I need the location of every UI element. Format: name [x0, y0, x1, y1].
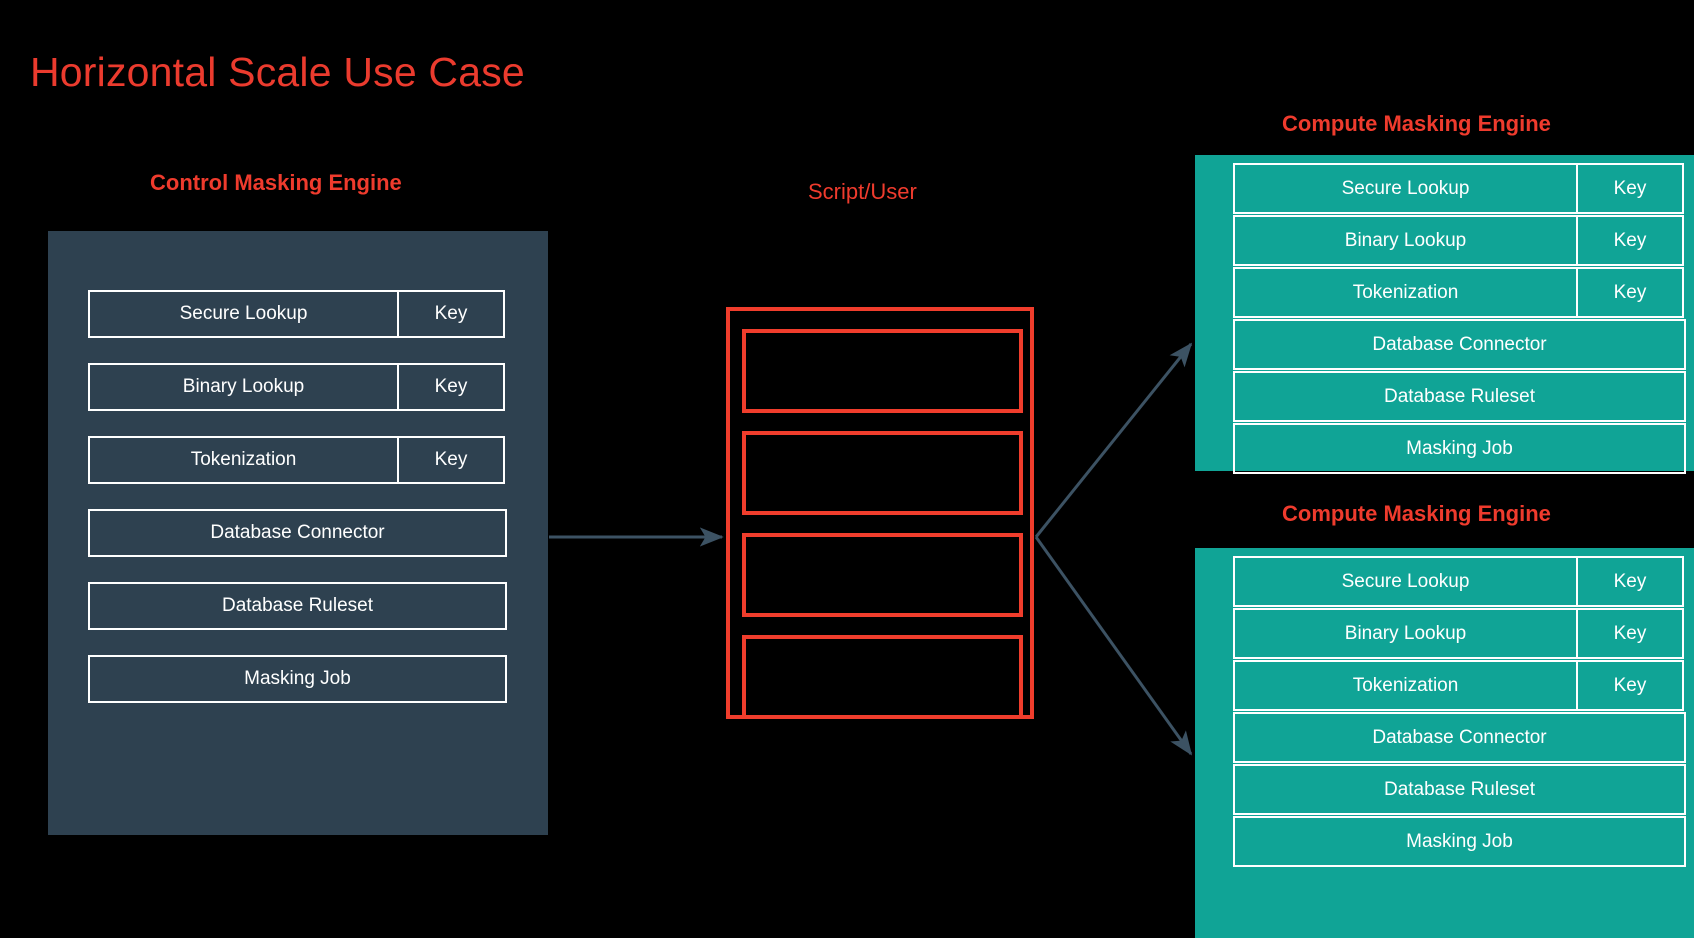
- compute-cell-label: Binary Lookup: [1233, 608, 1578, 659]
- control-cell-label: Database Ruleset: [88, 582, 507, 630]
- compute-engine-1-heading: Compute Masking Engine: [1282, 111, 1551, 136]
- compute-row-database-ruleset[interactable]: Database Ruleset: [1233, 371, 1686, 422]
- compute-cell-label: Tokenization: [1233, 660, 1578, 711]
- control-cell-key: Key: [397, 290, 505, 338]
- compute-row-tokenization[interactable]: Tokenization Key: [1233, 660, 1686, 711]
- script-user-box[interactable]: [742, 329, 1023, 413]
- compute-row-binary-lookup[interactable]: Binary Lookup Key: [1233, 608, 1686, 659]
- compute-cell-label: Secure Lookup: [1233, 556, 1578, 607]
- control-cell-key: Key: [397, 436, 505, 484]
- control-engine-heading: Control Masking Engine: [150, 170, 402, 195]
- compute-cell-label: Database Connector: [1233, 319, 1686, 370]
- control-engine-row-list: Secure Lookup Key Binary Lookup Key Toke…: [88, 290, 507, 703]
- compute-cell-label: Database Connector: [1233, 712, 1686, 763]
- compute-row-tokenization[interactable]: Tokenization Key: [1233, 267, 1686, 318]
- compute-cell-label: Database Ruleset: [1233, 371, 1686, 422]
- script-user-heading: Script/User: [808, 179, 917, 204]
- arrow-script-to-compute-bottom: [1034, 536, 1193, 756]
- compute-row-secure-lookup[interactable]: Secure Lookup Key: [1233, 163, 1686, 214]
- script-user-box[interactable]: [742, 533, 1023, 617]
- compute-cell-label: Secure Lookup: [1233, 163, 1578, 214]
- control-row-masking-job[interactable]: Masking Job: [88, 655, 507, 703]
- script-user-box[interactable]: [742, 431, 1023, 515]
- compute-masking-engine-panel-2: Secure Lookup Key Binary Lookup Key Toke…: [1195, 548, 1694, 938]
- compute-engine-2-heading: Compute Masking Engine: [1282, 501, 1551, 526]
- compute-cell-label: Binary Lookup: [1233, 215, 1578, 266]
- compute-cell-label: Tokenization: [1233, 267, 1578, 318]
- control-cell-label: Masking Job: [88, 655, 507, 703]
- control-cell-label: Tokenization: [88, 436, 399, 484]
- compute-row-database-ruleset[interactable]: Database Ruleset: [1233, 764, 1686, 815]
- compute-cell-key: Key: [1576, 660, 1684, 711]
- control-row-tokenization[interactable]: Tokenization Key: [88, 436, 507, 484]
- control-row-binary-lookup[interactable]: Binary Lookup Key: [88, 363, 507, 411]
- control-masking-engine-panel: Secure Lookup Key Binary Lookup Key Toke…: [48, 231, 548, 835]
- arrow-script-to-compute-top: [1034, 342, 1193, 538]
- compute-cell-key: Key: [1576, 215, 1684, 266]
- compute-engine-2-row-list: Secure Lookup Key Binary Lookup Key Toke…: [1233, 556, 1686, 868]
- control-cell-key: Key: [397, 363, 505, 411]
- compute-cell-label: Masking Job: [1233, 816, 1686, 867]
- script-user-box[interactable]: [742, 635, 1023, 719]
- control-row-database-connector[interactable]: Database Connector: [88, 509, 507, 557]
- script-user-box-list: [742, 329, 1023, 719]
- compute-cell-key: Key: [1576, 267, 1684, 318]
- page-title: Horizontal Scale Use Case: [30, 49, 525, 95]
- compute-cell-label: Masking Job: [1233, 423, 1686, 474]
- compute-cell-label: Database Ruleset: [1233, 764, 1686, 815]
- control-row-database-ruleset[interactable]: Database Ruleset: [88, 582, 507, 630]
- compute-row-database-connector[interactable]: Database Connector: [1233, 712, 1686, 763]
- compute-row-binary-lookup[interactable]: Binary Lookup Key: [1233, 215, 1686, 266]
- compute-row-masking-job[interactable]: Masking Job: [1233, 816, 1686, 867]
- script-user-container: [726, 307, 1034, 719]
- compute-cell-key: Key: [1576, 608, 1684, 659]
- compute-cell-key: Key: [1576, 556, 1684, 607]
- compute-cell-key: Key: [1576, 163, 1684, 214]
- control-cell-label: Secure Lookup: [88, 290, 399, 338]
- control-cell-label: Binary Lookup: [88, 363, 399, 411]
- compute-masking-engine-panel-1: Secure Lookup Key Binary Lookup Key Toke…: [1195, 155, 1694, 474]
- compute-engine-1-row-list: Secure Lookup Key Binary Lookup Key Toke…: [1233, 163, 1686, 475]
- control-row-secure-lookup[interactable]: Secure Lookup Key: [88, 290, 507, 338]
- compute-row-database-connector[interactable]: Database Connector: [1233, 319, 1686, 370]
- compute-row-masking-job[interactable]: Masking Job: [1233, 423, 1686, 474]
- control-cell-label: Database Connector: [88, 509, 507, 557]
- compute-row-secure-lookup[interactable]: Secure Lookup Key: [1233, 556, 1686, 607]
